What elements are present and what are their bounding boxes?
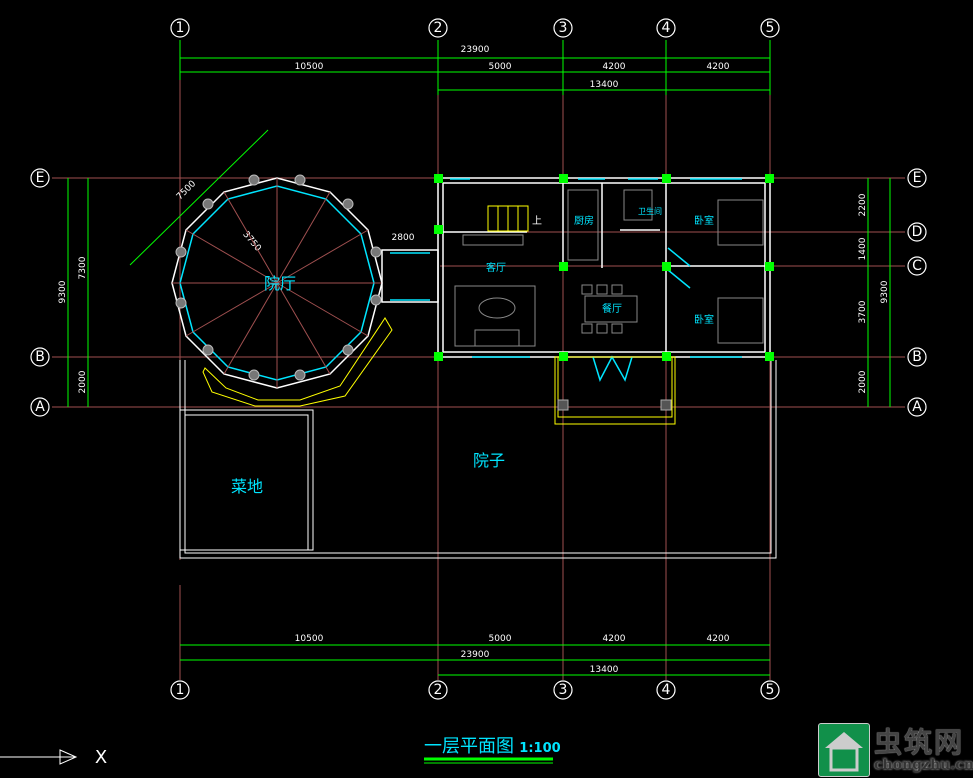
dim-octagon-radius: 3750 [240, 230, 263, 254]
svg-text:1: 1 [176, 682, 185, 698]
svg-text:4: 4 [662, 682, 671, 698]
room-label-bedroom: 卧室 [694, 313, 714, 326]
dim-connector: 2800 [392, 233, 415, 243]
drawing-scale: 1:100 [519, 741, 560, 756]
dim-bottom-seg: 5000 [489, 634, 512, 644]
room-label-yard: 院子 [473, 451, 505, 470]
svg-text:4: 4 [662, 20, 671, 36]
dimension-lines [67, 40, 891, 676]
room-label-bath: 卫生间 [638, 206, 662, 216]
dim-left-upper: 7300 [78, 256, 88, 279]
dim-bottom-seg: 10500 [295, 634, 324, 644]
ucs-icon: X [0, 747, 107, 768]
dim-top-subtotal: 13400 [590, 80, 619, 90]
svg-text:E: E [36, 170, 45, 186]
octagon-hall [171, 174, 439, 407]
dim-top-seg: 10500 [295, 62, 324, 72]
dim-bottom-total: 23900 [461, 650, 490, 660]
svg-text:D: D [912, 224, 923, 240]
svg-text:A: A [35, 399, 45, 415]
house-logo-icon [818, 723, 870, 777]
watermark-name: 虫筑网 [874, 726, 965, 759]
dim-bottom-seg: 4200 [707, 634, 730, 644]
dim-octagon-diagonal: 7500 [175, 179, 198, 202]
dim-right-seg: 2000 [858, 370, 868, 393]
svg-text:B: B [912, 349, 922, 365]
svg-text:2: 2 [434, 20, 443, 36]
room-label-hall: 院厅 [264, 274, 296, 293]
dim-top-total: 23900 [461, 45, 490, 55]
room-label-bedroom: 卧室 [694, 214, 714, 227]
axis-bubbles: 1 2 3 4 5 1 2 3 4 5 E B A E D C B A [30, 18, 927, 700]
dim-left-total: 9300 [58, 280, 68, 303]
house-walls [434, 174, 774, 425]
svg-text:5: 5 [766, 682, 775, 698]
dim-top-seg: 4200 [603, 62, 626, 72]
dim-right-seg: 3700 [858, 300, 868, 323]
room-label-kitchen: 厨房 [574, 214, 594, 227]
dim-right-seg: 2200 [858, 193, 868, 216]
drawing-title: 一层平面图 [424, 736, 514, 757]
dim-left-lower: 2000 [78, 370, 88, 393]
dim-right-seg: 1400 [858, 237, 868, 260]
dim-right-total: 9300 [880, 280, 890, 303]
svg-text:3: 3 [559, 20, 568, 36]
dim-bottom-subtotal: 13400 [590, 665, 619, 675]
svg-text:X: X [95, 747, 107, 768]
dim-bottom-seg: 4200 [603, 634, 626, 644]
room-label-living: 客厅 [486, 261, 506, 274]
svg-text:E: E [913, 170, 922, 186]
svg-text:A: A [912, 399, 922, 415]
dim-top-seg: 4200 [707, 62, 730, 72]
watermark-logo: 虫筑网 chongzhu.cn [818, 721, 973, 777]
room-label-garden: 菜地 [231, 477, 263, 496]
watermark-url: chongzhu.cn [874, 757, 973, 773]
svg-text:2: 2 [434, 682, 443, 698]
svg-text:B: B [35, 349, 45, 365]
svg-text:3: 3 [559, 682, 568, 698]
svg-text:1: 1 [176, 20, 185, 36]
site-boundary [179, 360, 777, 559]
room-label-dining: 餐厅 [602, 302, 622, 315]
stair-up-label: 上 [532, 215, 542, 227]
svg-text:C: C [912, 258, 922, 274]
dim-top-seg: 5000 [489, 62, 512, 72]
svg-text:5: 5 [766, 20, 775, 36]
